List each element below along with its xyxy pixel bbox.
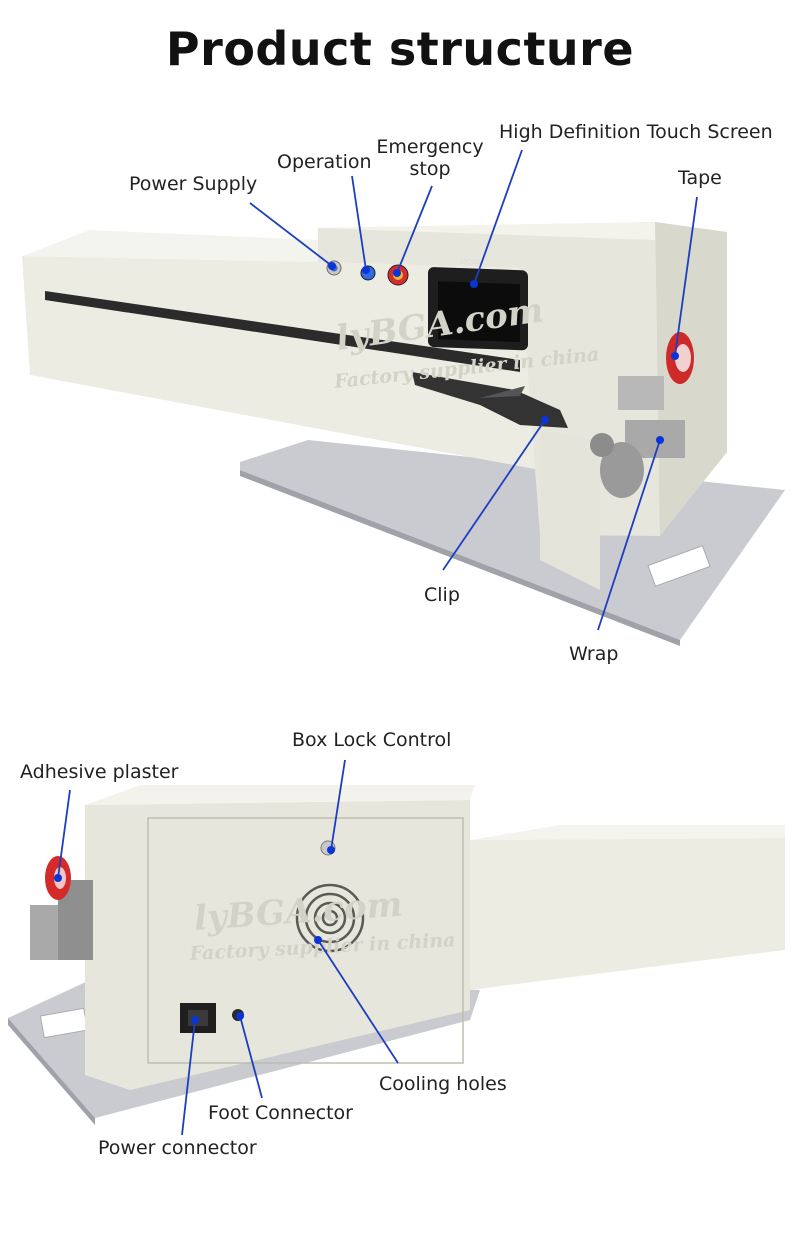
label-cooling-holes: Cooling holes (379, 1073, 507, 1095)
label-foot-connector: Foot Connector (208, 1102, 353, 1124)
bottom-pointers (57, 759, 399, 1136)
top-slot (45, 291, 520, 372)
label-wrap: Wrap (569, 643, 619, 665)
label-emergency-stop: Emergency stop (372, 136, 488, 180)
clip-arm (412, 372, 568, 428)
bottom-box-panel (147, 817, 464, 1064)
top-machine: MCGS (22, 222, 785, 646)
label-emergency-stop-line1: Emergency (376, 136, 484, 158)
bottom-machine (8, 785, 785, 1125)
label-touch-screen: High Definition Touch Screen (499, 121, 773, 143)
top-pointer-dots (328, 262, 679, 444)
label-emergency-stop-line2: stop (409, 158, 451, 180)
label-operation: Operation (277, 151, 372, 173)
bottom-arm (470, 838, 785, 990)
screen-brand: MCGS (460, 258, 481, 266)
top-pointers (249, 149, 698, 631)
label-adhesive-plaster: Adhesive plaster (20, 761, 179, 783)
bottom-pointer-dots (54, 846, 335, 1024)
wrap-head (618, 376, 664, 410)
page-title: Product structure (165, 22, 635, 76)
label-power-supply: Power Supply (129, 173, 258, 195)
label-clip: Clip (424, 584, 460, 606)
label-box-lock: Box Lock Control (292, 729, 452, 751)
label-tape: Tape (678, 167, 722, 189)
label-power-connector: Power connector (98, 1137, 257, 1159)
cooling-fan-icon (295, 883, 365, 953)
